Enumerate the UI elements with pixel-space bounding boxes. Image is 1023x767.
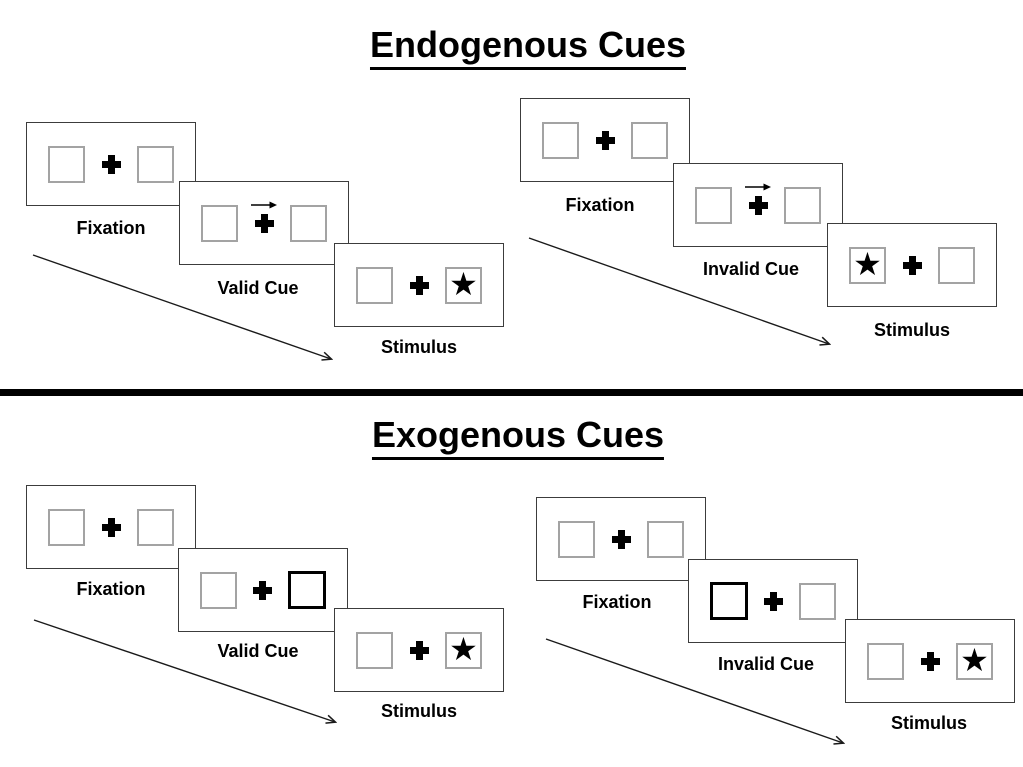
left-placeholder-box — [48, 508, 85, 546]
fixation-cross-icon — [409, 640, 429, 660]
left-placeholder-box — [558, 520, 595, 558]
step-label: Valid Cue — [217, 641, 299, 661]
step-label: Fixation — [565, 195, 635, 215]
right-placeholder-box — [137, 508, 174, 546]
left-placeholder-box — [356, 266, 393, 304]
step-label: Fixation — [76, 579, 146, 599]
cue-frame — [179, 181, 349, 265]
fixation-frame — [26, 122, 196, 206]
star-stimulus-box: ★ — [956, 642, 993, 680]
stimulus-frame: ★ — [845, 619, 1015, 703]
fixation-cross-icon — [253, 580, 272, 600]
step-label: Stimulus — [873, 320, 950, 340]
right-placeholder-box — [784, 186, 821, 224]
star-stimulus-box: ★ — [849, 246, 886, 284]
star-icon: ★ — [853, 246, 882, 282]
fixation-cross-icon — [595, 130, 615, 150]
left-placeholder-box — [356, 631, 393, 669]
step-label: Stimulus — [890, 713, 967, 733]
section-title-text: Exogenous Cues — [371, 414, 665, 460]
stimulus-frame: ★ — [334, 608, 504, 692]
right-placeholder-box — [137, 145, 174, 183]
fixation-cross-icon — [902, 255, 922, 275]
left-placeholder-box — [695, 186, 732, 224]
section-divider — [0, 389, 1023, 396]
fixation-cross-icon — [764, 591, 783, 611]
stimulus-frame: ★ — [334, 243, 504, 327]
fixation-cross-icon — [101, 517, 121, 537]
left-placeholder-box — [200, 571, 237, 609]
section-title-exogenous: Exogenous Cues — [371, 414, 665, 460]
step-label: Invalid Cue — [717, 654, 815, 674]
step-label: Fixation — [582, 592, 652, 612]
fixation-cross-icon — [611, 529, 631, 549]
fixation-cross-icon — [101, 154, 121, 174]
star-icon: ★ — [960, 642, 989, 678]
step-label: Fixation — [76, 218, 146, 238]
time-arrow — [32, 254, 331, 359]
right-placeholder-box — [799, 582, 836, 620]
step-label: Stimulus — [380, 701, 457, 721]
time-arrow — [33, 619, 335, 722]
right-placeholder-box — [290, 204, 327, 242]
star-icon: ★ — [449, 631, 478, 667]
cue-frame — [178, 548, 348, 632]
right-placeholder-box — [938, 246, 975, 284]
step-label: Valid Cue — [217, 278, 299, 298]
cue-frame — [688, 559, 858, 643]
right-arrow-cue-icon — [251, 201, 277, 208]
section-title-endogenous: Endogenous Cues — [369, 24, 687, 70]
fixation-cross-icon — [254, 213, 274, 233]
star-stimulus-box: ★ — [445, 631, 482, 669]
step-label: Invalid Cue — [702, 259, 800, 279]
section-title-text: Endogenous Cues — [369, 24, 687, 70]
star-stimulus-box: ★ — [445, 266, 482, 304]
right-placeholder-box — [631, 121, 668, 159]
star-icon: ★ — [449, 266, 478, 302]
fixation-frame — [536, 497, 706, 581]
fixation-frame — [520, 98, 690, 182]
left-placeholder-box — [201, 204, 238, 242]
cue-frame — [673, 163, 843, 247]
right-arrow-cue-icon — [745, 183, 771, 190]
time-arrow — [528, 237, 829, 344]
stimulus-frame: ★ — [827, 223, 997, 307]
fixation-frame — [26, 485, 196, 569]
left-placeholder-box — [867, 642, 904, 680]
right-placeholder-box — [647, 520, 684, 558]
left-placeholder-box — [48, 145, 85, 183]
step-label: Stimulus — [380, 337, 457, 357]
fixation-cross-icon — [409, 275, 429, 295]
fixation-cross-icon — [748, 195, 768, 215]
bold-cued-box — [288, 571, 326, 609]
fixation-cross-icon — [920, 651, 940, 671]
bold-cued-box — [710, 582, 748, 620]
left-placeholder-box — [542, 121, 579, 159]
